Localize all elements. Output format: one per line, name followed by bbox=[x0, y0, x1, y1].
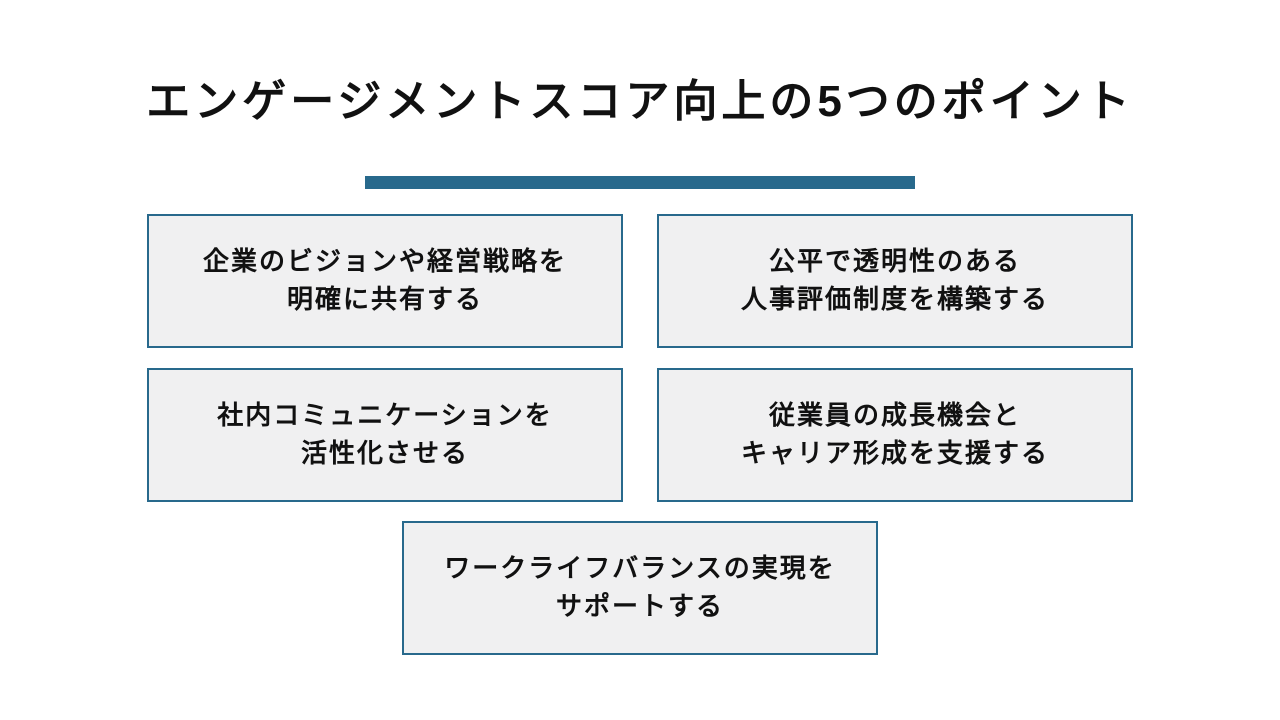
point-box-text-line: 公平で透明性のある bbox=[768, 246, 1021, 277]
point-box-text-line: 明確に共有する bbox=[286, 284, 483, 314]
point-box-text-line: キャリア形成を支援する bbox=[740, 438, 1049, 468]
point-box-text-line: 社内コミュニケーションを bbox=[217, 400, 553, 431]
point-box-internal-communication: 社内コミュニケーションを 活性化させる bbox=[147, 368, 623, 502]
point-box-text-line: 従業員の成長機会と bbox=[768, 400, 1021, 431]
page-title: エンゲージメントスコア向上の5つのポイント bbox=[146, 77, 1134, 126]
point-box-text-line: 活性化させる bbox=[300, 438, 469, 468]
point-box-career-growth: 従業員の成長機会と キャリア形成を支援する bbox=[657, 368, 1133, 502]
point-box-work-life-balance: ワークライフバランスの実現を サポートする bbox=[402, 521, 878, 655]
point-box-text-line: 企業のビジョンや経営戦略を bbox=[202, 246, 567, 277]
point-box-text-line: 人事評価制度を構築する bbox=[740, 284, 1049, 314]
point-box-text-line: ワークライフバランスの実現を bbox=[444, 553, 836, 584]
point-box-text-line: サポートする bbox=[555, 591, 724, 621]
title-accent-bar bbox=[365, 176, 915, 189]
point-box-vision-sharing: 企業のビジョンや経営戦略を 明確に共有する bbox=[147, 214, 623, 348]
point-box-fair-evaluation: 公平で透明性のある 人事評価制度を構築する bbox=[657, 214, 1133, 348]
